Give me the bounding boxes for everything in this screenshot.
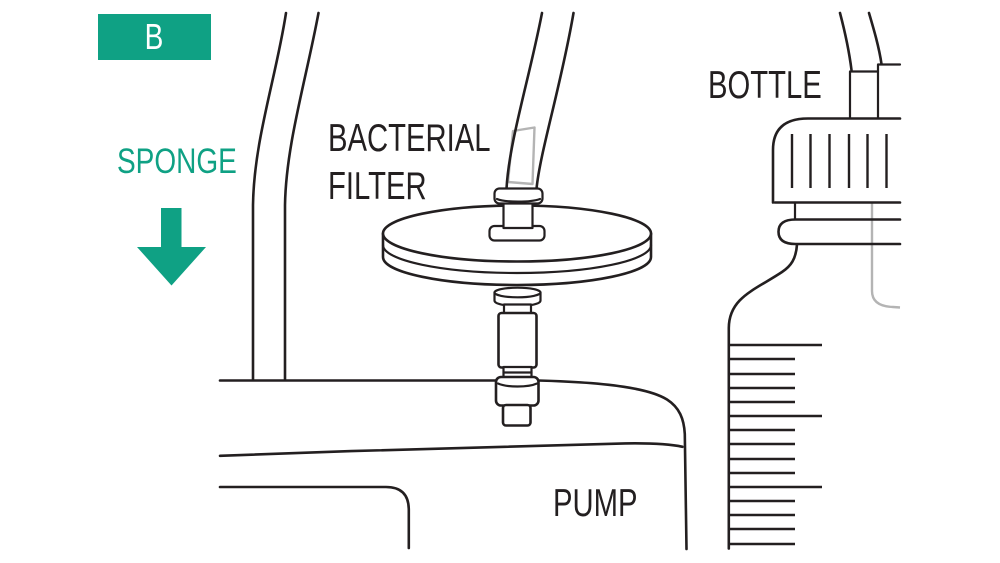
bottle-label: BOTTLE [708,64,822,107]
figure-panel-badge: B [98,14,211,60]
pump-drawing [218,379,688,551]
figure-panel-label: B [145,16,164,57]
bacterial-filter-label-line2: FILTER [328,165,427,208]
sponge-label: SPONGE [117,142,237,181]
pump-label: PUMP [553,482,638,525]
bottle-cap-ribs [790,134,888,188]
bottle-drawing [727,11,902,550]
sponge-tube-drawing [251,11,320,381]
bacterial-filter-drawing [381,187,653,427]
down-arrow-icon [137,208,206,286]
bacterial-filter-label-line1: BACTERIAL [328,117,491,160]
bottle-graduation-marks [728,343,822,546]
filter-tube-drawing [505,11,575,191]
